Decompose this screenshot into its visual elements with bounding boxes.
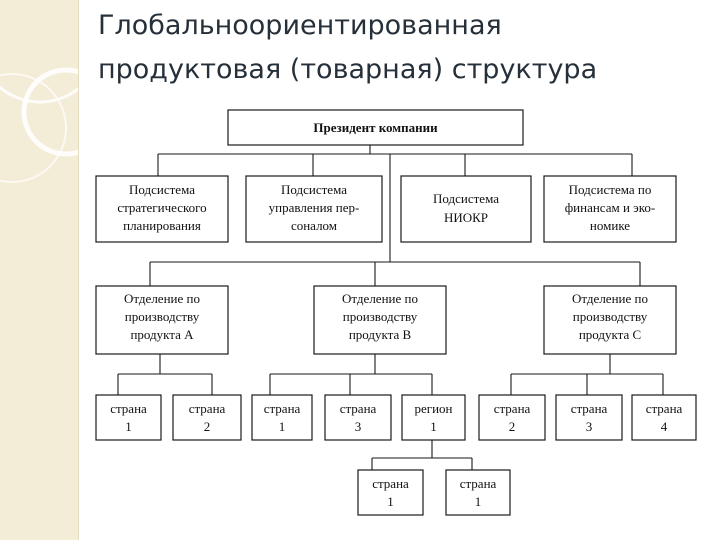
box-text-line: управления пер- — [269, 200, 360, 215]
subsystem-rnd-box: Подсистема НИОКР — [400, 175, 532, 243]
subsystem-strategic-box: Подсистема стратегического планирования — [95, 175, 229, 243]
box-text-line: продукта А — [130, 327, 194, 342]
unit-c-country-3-box: страна 3 — [555, 394, 623, 441]
unit-c-country-4-box: страна 4 — [631, 394, 697, 441]
box-text-line: 3 — [586, 419, 593, 434]
box-text-line: страна — [494, 401, 531, 416]
box-text-line: страна — [571, 401, 608, 416]
box-text-line: Отделение по — [124, 291, 200, 306]
unit-b-country-1-box: страна 1 — [251, 394, 313, 441]
box-text-line: страна — [110, 401, 147, 416]
box-text-line: производству — [125, 309, 200, 324]
box-text-line: Подсистема — [281, 182, 347, 197]
president-label: Президент компании — [313, 120, 438, 135]
box-text-line: продукта В — [349, 327, 412, 342]
box-text-line: страна — [264, 401, 301, 416]
slide-title: Глобальноориентированная продуктовая (то… — [98, 4, 708, 92]
box-text-line: продукта С — [579, 327, 641, 342]
unit-b-region-1-box: регион 1 — [401, 394, 466, 441]
box-text-line: Отделение по — [342, 291, 418, 306]
box-text-line: стратегического — [117, 200, 206, 215]
box-text-line: 4 — [661, 419, 668, 434]
box-text-line: 1 — [387, 494, 394, 509]
box-text-line: производству — [343, 309, 418, 324]
box-text-line: планирования — [123, 218, 201, 233]
unit-b-country-3-box: страна 3 — [324, 394, 392, 441]
box-text-line: 2 — [204, 419, 211, 434]
box-text-line: Подсистема по — [569, 182, 652, 197]
division-b-box: Отделение по производству продукта В — [313, 285, 447, 355]
president-box: Президент компании — [227, 109, 524, 146]
box-text-line: соналом — [291, 218, 337, 233]
slide-sidebar-decoration — [0, 0, 79, 540]
box-text-line: страна — [340, 401, 377, 416]
connector-lines — [117, 145, 664, 470]
box-text-line: производству — [573, 309, 648, 324]
box-text-line: Подсистема — [433, 191, 499, 206]
unit-region-country-1b-box: страна 1 — [445, 469, 511, 516]
box-text-line: 1 — [279, 419, 286, 434]
slide-title-line-2: продуктовая (товарная) структура — [98, 54, 598, 85]
box-text-line: 2 — [509, 419, 516, 434]
slide-title-line-1: Глобальноориентированная — [98, 10, 502, 41]
box-text-line: финансам и эко- — [565, 200, 656, 215]
unit-a-country-2-box: страна 2 — [172, 394, 242, 441]
unit-region-country-1a-box: страна 1 — [357, 469, 424, 516]
box-text-line: Отделение по — [572, 291, 648, 306]
division-c-box: Отделение по производству продукта С — [543, 285, 677, 355]
box-text-line: страна — [189, 401, 226, 416]
subsystem-finance-box: Подсистема по финансам и эко- номике — [543, 175, 677, 243]
box-text-line: страна — [460, 476, 497, 491]
unit-a-country-1-box: страна 1 — [95, 394, 162, 441]
subsystem-personnel-box: Подсистема управления пер- соналом — [245, 175, 383, 243]
box-text-line: страна — [646, 401, 683, 416]
box-text-line: страна — [372, 476, 409, 491]
box-text-line: НИОКР — [444, 210, 488, 225]
box-text-line: номике — [590, 218, 630, 233]
division-a-box: Отделение по производству продукта А — [95, 285, 229, 355]
box-text-line: 1 — [125, 419, 132, 434]
box-text-line: 3 — [355, 419, 362, 434]
box-text-line: 1 — [430, 419, 437, 434]
box-text-line: регион — [414, 401, 452, 416]
unit-c-country-2-box: страна 2 — [478, 394, 546, 441]
box-text-line: Подсистема — [129, 182, 195, 197]
box-text-line: 1 — [475, 494, 482, 509]
decorative-circles — [0, 67, 78, 183]
